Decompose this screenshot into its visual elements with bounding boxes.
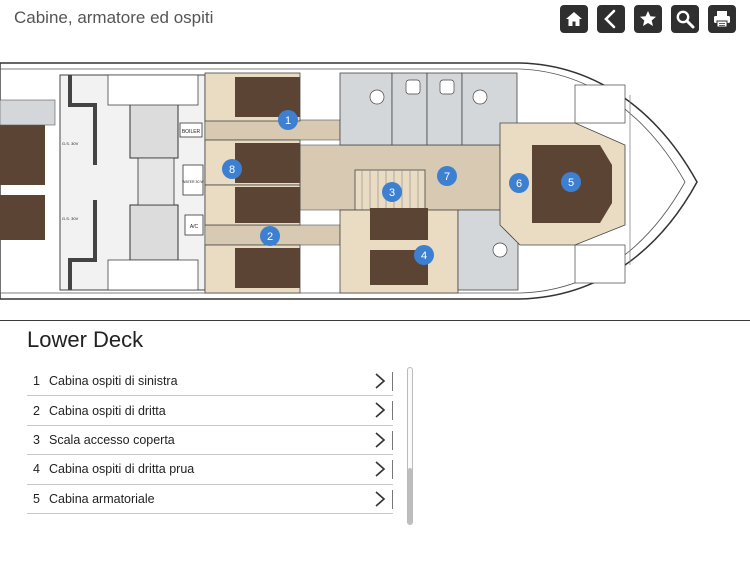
marker-6[interactable]: 6 (509, 173, 529, 193)
chevron-right-icon (375, 461, 386, 477)
cabin-4-bed (370, 208, 428, 240)
list-item-edge (392, 401, 393, 421)
tank-box (182, 164, 204, 196)
chevron-right-icon (375, 402, 386, 418)
section-title: Lower Deck (27, 327, 144, 352)
marker-5[interactable]: 5 (561, 172, 581, 192)
chevron-left-icon (604, 9, 616, 29)
room-list[interactable]: 1 Cabina ospiti di sinistra 2 Cabina osp… (27, 367, 393, 525)
deck-plan: BOILER A/C WATER 30 W G.S. 30V G.S. 30V (0, 45, 750, 315)
engine-room-tank-top (107, 74, 199, 106)
scroll-thumb[interactable] (408, 468, 412, 524)
svg-text:3: 3 (389, 187, 395, 199)
list-item[interactable]: 4 Cabina ospiti di dritta prua (27, 455, 393, 485)
cabin-2-bed (235, 248, 300, 288)
svg-text:8: 8 (229, 164, 235, 176)
list-item-number: 4 (33, 462, 40, 477)
list-item[interactable]: 2 Cabina ospiti di dritta (27, 396, 393, 426)
marker-8[interactable]: 8 (222, 159, 242, 179)
gs-label-2: G.S. 30V (62, 216, 79, 221)
list-item-number: 1 (33, 374, 40, 389)
list-item-edge (392, 372, 393, 391)
list-item-edge (392, 460, 393, 480)
list-scrollbar[interactable] (407, 367, 413, 525)
tank-label: WATER 30 W (182, 180, 204, 184)
list-item-label: Cabina armatoriale (49, 491, 155, 506)
svg-text:2: 2 (267, 231, 273, 243)
toilet-3 (492, 242, 508, 258)
engine-starboard (129, 102, 179, 159)
search-icon (676, 10, 695, 29)
chevron-right-icon (375, 490, 386, 507)
svg-text:6: 6 (516, 178, 522, 190)
cabin-5-closet-top (574, 84, 626, 124)
list-item-edge (392, 430, 393, 450)
sink-2 (439, 79, 455, 95)
home-button[interactable] (560, 5, 588, 33)
list-item-number: 5 (33, 491, 40, 506)
favorite-button[interactable] (634, 5, 662, 33)
cabin-8-lower-bed (235, 187, 300, 223)
aft-cabin-wet (0, 99, 56, 126)
search-button[interactable] (671, 5, 699, 33)
engine-center-block (137, 157, 175, 206)
exhaust-pipe-bottom (68, 200, 97, 290)
list-item-label: Cabina ospiti di sinistra (49, 374, 178, 389)
page-title: Cabine, armatore ed ospiti (14, 8, 214, 27)
aft-cabin-floor-bottom (0, 195, 45, 240)
cabin-5-closet-bottom (574, 244, 626, 284)
marker-1[interactable]: 1 (278, 110, 298, 130)
marker-7[interactable]: 7 (437, 166, 457, 186)
gs-label-1: G.S. 30V (62, 141, 79, 146)
chevron-right-icon (375, 432, 386, 448)
engine-room-tank-bottom (107, 259, 199, 291)
chevron-right-icon (375, 373, 386, 389)
printer-icon (714, 11, 730, 28)
ac-label: A/C (190, 224, 199, 230)
list-item-label: Cabina ospiti di dritta (49, 403, 166, 418)
toolbar (560, 5, 736, 33)
star-icon (640, 11, 656, 26)
bathroom-stbd-1 (339, 72, 393, 146)
corridor-stbd (204, 119, 341, 141)
toilet-2 (472, 89, 488, 105)
list-item-number: 2 (33, 403, 40, 418)
aft-cabin-floor-top (0, 125, 45, 185)
sink-1 (405, 79, 421, 95)
boiler-label: BOILER (182, 129, 201, 135)
svg-text:1: 1 (285, 115, 291, 127)
marker-2[interactable]: 2 (260, 226, 280, 246)
marker-4[interactable]: 4 (414, 245, 434, 265)
back-button[interactable] (597, 5, 625, 33)
hull-inner-line (0, 68, 686, 294)
ac-unit (184, 214, 204, 236)
bathroom-stbd-3 (426, 72, 463, 146)
list-item-number: 3 (33, 432, 40, 447)
svg-text:7: 7 (444, 171, 450, 183)
list-item[interactable]: 5 Cabina armatoriale (27, 485, 393, 514)
deck-plan-drawing: BOILER A/C WATER 30 W G.S. 30V G.S. 30V (0, 62, 698, 300)
list-item-label: Scala accesso coperta (49, 432, 175, 447)
print-button[interactable] (708, 5, 736, 33)
toilet-1 (369, 89, 385, 105)
section-divider (0, 320, 750, 321)
svg-text:5: 5 (568, 177, 574, 189)
boiler (179, 122, 203, 138)
svg-text:4: 4 (421, 250, 427, 262)
engine-port (129, 204, 179, 261)
cabin-8-bed (235, 143, 300, 183)
list-item-label: Cabina ospiti di dritta prua (49, 462, 195, 477)
home-icon (566, 12, 582, 26)
marker-3[interactable]: 3 (382, 182, 402, 202)
exhaust-pipe-top (68, 75, 97, 165)
list-item[interactable]: 3 Scala accesso coperta (27, 426, 393, 456)
list-item-edge (392, 489, 393, 509)
header-bar: Cabine, armatore ed ospiti (0, 0, 750, 40)
list-item[interactable]: 1 Cabina ospiti di sinistra (27, 367, 393, 397)
